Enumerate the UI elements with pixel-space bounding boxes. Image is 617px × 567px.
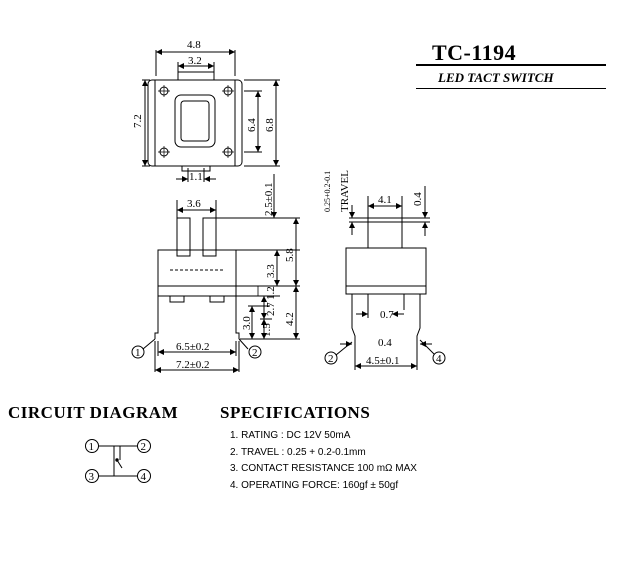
front-view-pin-2	[235, 288, 240, 339]
front-dim-4-2: 4.2	[284, 312, 296, 326]
front-pin-1-marker	[131, 345, 145, 359]
side-pin-2-label: 2	[328, 353, 334, 365]
front-dim-5-8: 5.8	[284, 248, 296, 262]
side-pin-4-marker	[432, 351, 446, 365]
specifications-list: 1. RATING : DC 12V 50mA 2. TRAVEL : 0.25…	[230, 428, 417, 494]
side-view-base	[345, 285, 427, 295]
product-subtitle: LED TACT SWITCH	[438, 70, 554, 85]
spec-rating: 1. RATING : DC 12V 50mA	[230, 430, 351, 441]
front-dim-2-7: 2.7	[265, 302, 277, 316]
front-dim-3-3: 3.3	[265, 264, 277, 278]
part-number-title: TC-1194	[432, 40, 517, 65]
front-dim-3-6: 3.6	[187, 198, 201, 210]
front-dim-2-5: 2.5±0.1	[263, 182, 275, 216]
side-dim-0-7: 0.7	[380, 309, 394, 321]
side-dim-0-4-bottom: 0.4	[378, 337, 392, 349]
front-dim-7-2: 7.2±0.2	[176, 359, 210, 371]
top-dim-6-8: 6.8	[264, 118, 276, 132]
top-view-button-outer	[174, 94, 216, 148]
front-pin-1-label: 1	[135, 347, 141, 359]
circuit-pin-3: 3	[89, 471, 95, 483]
top-view-bottom-tab	[181, 166, 211, 172]
side-view-body	[345, 247, 427, 287]
side-view	[324, 186, 446, 370]
front-pin-2-marker	[248, 345, 262, 359]
side-dim-travel-label: TRAVEL	[339, 170, 351, 212]
front-view-base	[157, 285, 237, 297]
top-view	[142, 49, 280, 182]
top-dim-3-2: 3.2	[188, 55, 202, 67]
front-view-actuator-right	[202, 217, 217, 257]
side-dim-travel-value: 0.25+0.2-0.1	[323, 171, 332, 212]
front-pin-2-label: 2	[252, 347, 258, 359]
top-dim-7-2: 7.2	[132, 114, 144, 128]
specifications-heading: SPECIFICATIONS	[220, 403, 371, 422]
front-view	[131, 174, 300, 373]
side-dim-4-5: 4.5±0.1	[366, 355, 400, 367]
front-view-actuator-left	[176, 217, 191, 257]
top-dim-6-4: 6.4	[246, 118, 258, 132]
side-dim-0-4-top: 0.4	[412, 192, 424, 206]
circuit-pin-4: 4	[141, 471, 147, 483]
spec-operating-force: 4. OPERATING FORCE: 160gf ± 50gf	[230, 479, 399, 491]
circuit-diagram-heading: CIRCUIT DIAGRAM	[8, 403, 179, 422]
top-dim-4-8: 4.8	[187, 39, 201, 51]
side-view-pin-4	[416, 294, 421, 344]
side-view-pin-2	[351, 294, 356, 344]
front-view-body	[157, 249, 237, 287]
spec-contact-resistance: 3. CONTACT RESISTANCE 100 mΩ MAX	[230, 463, 417, 474]
front-dim-6-5: 6.5±0.2	[176, 341, 210, 353]
front-dim-1-2: 1.2	[265, 286, 277, 300]
top-dim-1-1: 1.1	[189, 171, 203, 183]
side-pin-2-marker	[324, 351, 338, 365]
circuit-pin-1: 1	[89, 441, 95, 453]
front-view-pin-1	[154, 288, 159, 339]
subtitle-underline	[416, 88, 606, 89]
circuit-pin-2: 2	[141, 441, 147, 453]
front-dim-3-0: 3.0	[241, 316, 253, 330]
spec-travel: 2. TRAVEL : 0.25 + 0.2-0.1mm	[230, 446, 366, 458]
top-view-top-tab	[177, 71, 215, 81]
top-view-button-inner	[180, 100, 210, 142]
front-dim-1-5: 1.5	[261, 323, 273, 337]
side-pin-4-label: 4	[436, 353, 442, 365]
title-underline	[416, 64, 606, 66]
side-dim-4-1: 4.1	[378, 194, 392, 206]
circuit-diagram	[85, 439, 151, 483]
